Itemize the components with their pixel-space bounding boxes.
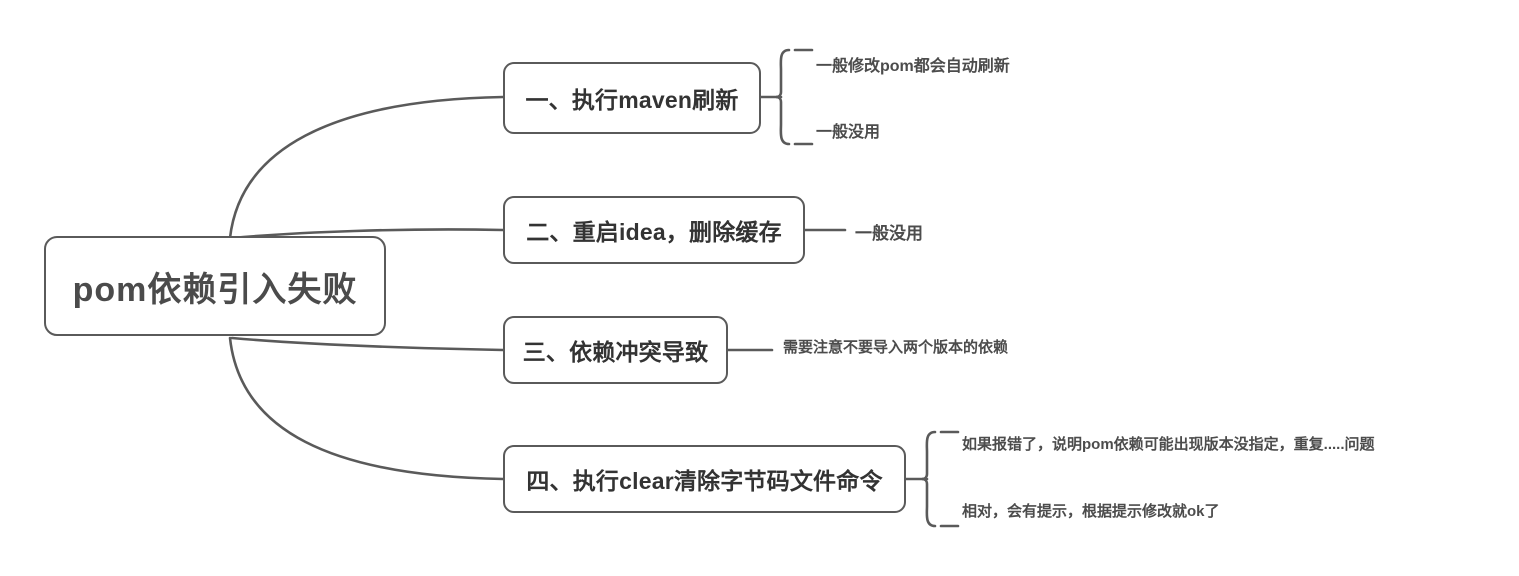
- branch-node-1[interactable]: 一、执行maven刷新: [503, 62, 761, 134]
- brace-branch-1-spine: [775, 48, 791, 146]
- branch-node-4-label: 四、执行clear清除字节码文件命令: [526, 468, 883, 494]
- branch-node-2[interactable]: 二、重启idea，删除缓存: [503, 196, 805, 264]
- branch-node-2-label: 二、重启idea，删除缓存: [526, 219, 782, 245]
- edge-root-to-branch-3: [230, 336, 505, 352]
- edge-root-to-branch-1: [228, 95, 505, 240]
- leaf-node-branch-4-item-2[interactable]: 相对，会有提示，根据提示修改就ok了: [962, 503, 1220, 520]
- leaf-node-branch-2-item-1[interactable]: 一般没用: [855, 224, 923, 243]
- brace-branch-4-spine: [921, 430, 937, 528]
- root-node-label: pom依赖引入失败: [72, 270, 358, 309]
- branch-node-4[interactable]: 四、执行clear清除字节码文件命令: [503, 445, 906, 513]
- leaf-node-branch-1-item-1[interactable]: 一般修改pom都会自动刷新: [816, 58, 1010, 75]
- root-node[interactable]: pom依赖引入失败: [44, 236, 386, 336]
- leaf-node-branch-3-item-1[interactable]: 需要注意不要导入两个版本的依赖: [783, 339, 1009, 356]
- edge-root-to-branch-4: [228, 336, 505, 481]
- branch-node-1-label: 一、执行maven刷新: [525, 87, 739, 113]
- branch-node-3[interactable]: 三、依赖冲突导致: [503, 316, 728, 384]
- branch-node-3-label: 三、依赖冲突导致: [522, 339, 709, 365]
- leaf-node-branch-1-item-2[interactable]: 一般没用: [816, 124, 881, 141]
- leaf-node-branch-4-item-1[interactable]: 如果报错了，说明pom依赖可能出现版本没指定，重复.....问题: [962, 436, 1375, 453]
